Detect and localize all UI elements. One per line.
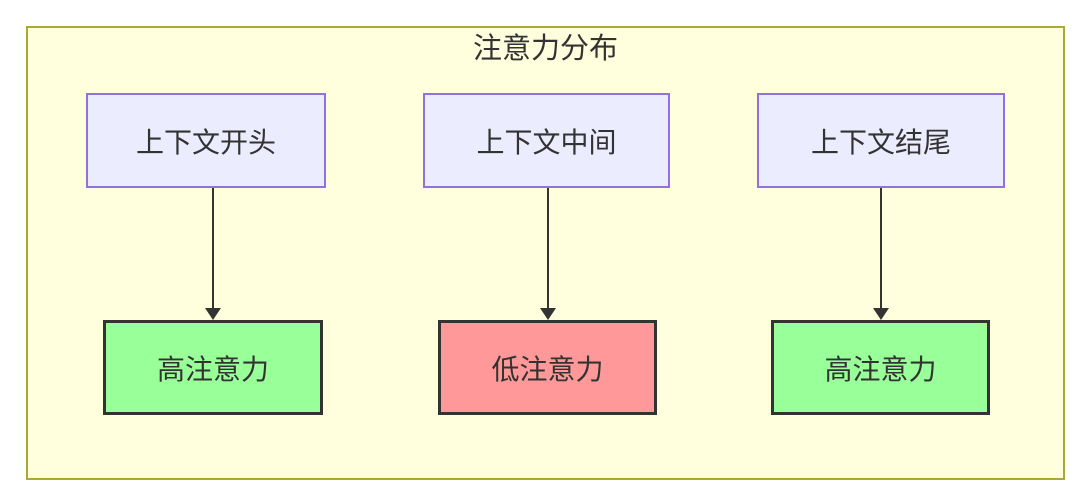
- diagram-title: 注意力分布: [472, 33, 618, 65]
- arrow-end-to-high-line: [880, 188, 882, 308]
- node-context-end: 上下文结尾: [757, 93, 1005, 188]
- node-high-attention-right: 高注意力: [771, 320, 990, 415]
- attention-distribution-container: 注意力分布 上下文开头 高注意力 上下文中间 低注意力 上下文结尾 高注意力: [26, 26, 1065, 480]
- arrow-middle-to-low-arrowhead-icon: [540, 308, 556, 320]
- arrow-middle-to-low-line: [547, 188, 549, 308]
- node-high-attention-left: 高注意力: [103, 320, 323, 415]
- arrow-start-to-high-arrowhead-icon: [205, 308, 221, 320]
- arrow-start-to-high-line: [212, 188, 214, 308]
- node-context-start: 上下文开头: [86, 93, 326, 188]
- node-context-middle: 上下文中间: [423, 93, 670, 188]
- node-low-attention-middle: 低注意力: [438, 320, 657, 415]
- arrow-end-to-high-arrowhead-icon: [873, 308, 889, 320]
